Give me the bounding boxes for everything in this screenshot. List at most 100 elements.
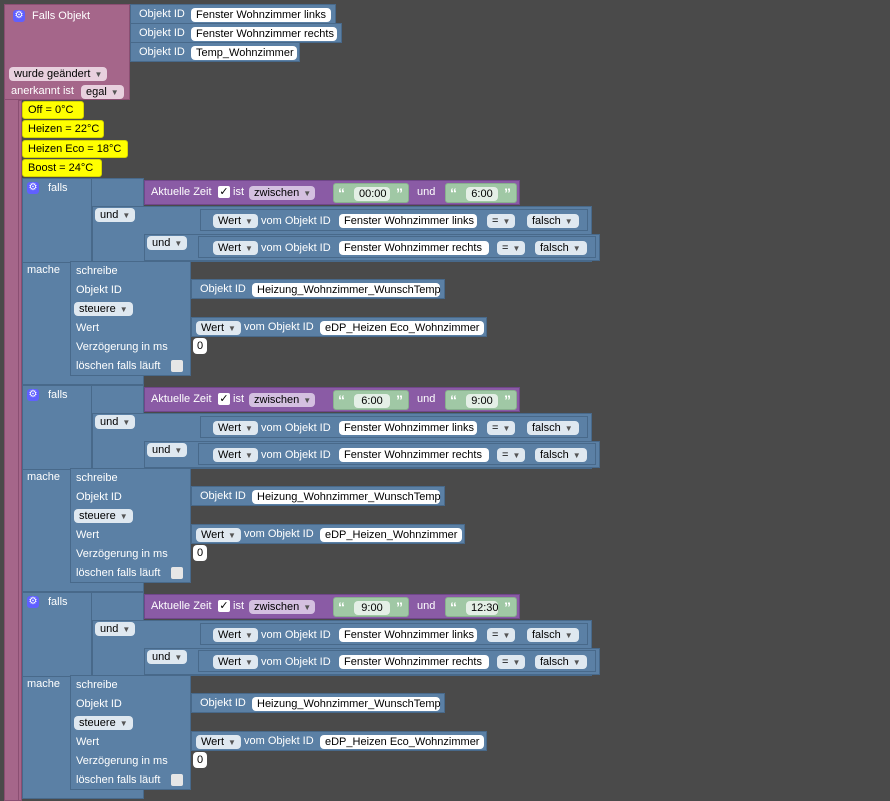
delay-input[interactable]: 0 xyxy=(193,338,208,354)
gear-icon[interactable]: ⚙ xyxy=(13,10,25,22)
vom-objekt-label: vom Objekt ID xyxy=(261,242,331,254)
object-id-field[interactable]: Fenster Wohnzimmer links xyxy=(339,214,477,228)
wert-dropdown[interactable]: Wert▼ xyxy=(213,421,258,435)
object-id-field[interactable]: eDP_Heizen Eco_Wohnzimmer xyxy=(320,735,485,749)
compare-right-window[interactable]: Wert▼ vom Objekt ID Fenster Wohnzimmer r… xyxy=(198,443,596,465)
checkbox-checked[interactable]: ✓ xyxy=(218,186,230,198)
zwischen-dropdown[interactable]: zwischen▼ xyxy=(249,186,315,200)
object-id-field[interactable]: Fenster Wohnzimmer rechts xyxy=(339,241,489,255)
object-id-field[interactable]: Fenster Wohnzimmer rechts xyxy=(339,448,489,462)
time-to[interactable]: “ 6:00 ” xyxy=(445,183,517,203)
operator-dropdown[interactable]: =▼ xyxy=(497,241,526,255)
write-block[interactable]: schreibe Objekt ID steuere▼ Wert Verzöge… xyxy=(70,675,191,790)
operator-dropdown[interactable]: =▼ xyxy=(487,421,516,435)
wert-dropdown[interactable]: Wert▼ xyxy=(213,214,258,228)
wert-dropdown[interactable]: Wert▼ xyxy=(213,241,258,255)
ack-dropdown[interactable]: egal▼ xyxy=(81,85,124,99)
falsch-dropdown[interactable]: falsch▼ xyxy=(527,421,579,435)
write-block[interactable]: schreibe Objekt ID steuere▼ Wert Verzöge… xyxy=(70,468,191,583)
und-dropdown[interactable]: und▼ xyxy=(147,443,188,457)
wert-dropdown[interactable]: Wert▼ xyxy=(213,628,258,642)
und-dropdown[interactable]: und▼ xyxy=(95,415,136,429)
wert-dropdown[interactable]: Wert▼ xyxy=(196,321,241,335)
gear-icon[interactable]: ⚙ xyxy=(27,596,39,608)
write-block[interactable]: schreibe Objekt ID steuere▼ Wert Verzöge… xyxy=(70,261,191,376)
trigger-block[interactable]: ⚙ Falls Objekt wurde geändert▼ anerkannt… xyxy=(4,4,130,100)
time-condition[interactable]: Aktuelle Zeit ✓ ist zwischen▼ “ 9:00 ” u… xyxy=(144,594,520,619)
changed-dropdown[interactable]: wurde geändert▼ xyxy=(9,67,108,81)
object-id-field[interactable]: Fenster Wohnzimmer links xyxy=(191,8,331,22)
zwischen-dropdown[interactable]: zwischen▼ xyxy=(249,393,315,407)
trigger-object-3[interactable]: Objekt ID Temp_Wohnzimmer xyxy=(130,42,300,62)
time-from[interactable]: “ 6:00 ” xyxy=(333,390,409,410)
time-condition[interactable]: Aktuelle Zeit ✓ ist zwischen▼ “ 6:00 ” u… xyxy=(144,387,520,412)
ist-label: ist xyxy=(233,393,244,405)
compare-right-window[interactable]: Wert▼ vom Objekt ID Fenster Wohnzimmer r… xyxy=(198,236,596,258)
time-from[interactable]: “ 9:00 ” xyxy=(333,597,409,617)
value-source[interactable]: Wert▼ vom Objekt ID eDP_Heizen Eco_Wohnz… xyxy=(191,317,487,337)
falsch-dropdown[interactable]: falsch▼ xyxy=(527,214,579,228)
clear-checkbox[interactable] xyxy=(171,360,183,372)
preset-heizen[interactable]: Heizen = 22°C xyxy=(22,120,104,138)
object-id-field[interactable]: Fenster Wohnzimmer rechts xyxy=(191,27,337,41)
operator-dropdown[interactable]: =▼ xyxy=(487,214,516,228)
object-id-field[interactable]: eDP_Heizen Eco_Wohnzimmer xyxy=(320,321,485,335)
wert-dropdown[interactable]: Wert▼ xyxy=(213,448,258,462)
object-id-field[interactable]: Heizung_Wohnzimmer_WunschTemp xyxy=(252,490,441,504)
und-dropdown[interactable]: und▼ xyxy=(95,208,136,222)
trigger-object-2[interactable]: Objekt ID Fenster Wohnzimmer rechts xyxy=(130,23,342,43)
time-to[interactable]: “ 12:30 ” xyxy=(445,597,517,617)
compare-left-window[interactable]: Wert▼ vom Objekt ID Fenster Wohnzimmer l… xyxy=(200,416,588,438)
und-dropdown[interactable]: und▼ xyxy=(147,236,188,250)
preset-boost[interactable]: Boost = 24°C xyxy=(22,159,102,177)
und-dropdown[interactable]: und▼ xyxy=(147,650,188,664)
delay-input[interactable]: 0 xyxy=(193,545,208,561)
chevron-down-icon: ▼ xyxy=(572,451,581,460)
object-id-field[interactable]: Fenster Wohnzimmer links xyxy=(339,628,477,642)
compare-right-window[interactable]: Wert▼ vom Objekt ID Fenster Wohnzimmer r… xyxy=(198,650,596,672)
target-object[interactable]: Objekt ID Heizung_Wohnzimmer_WunschTemp xyxy=(191,693,445,713)
chevron-down-icon: ▼ xyxy=(245,217,253,226)
falsch-dropdown[interactable]: falsch▼ xyxy=(535,241,587,255)
vom-objekt-label: vom Objekt ID xyxy=(244,735,314,747)
object-id-field[interactable]: Fenster Wohnzimmer rechts xyxy=(339,655,489,669)
falsch-dropdown[interactable]: falsch▼ xyxy=(527,628,579,642)
object-id-field[interactable]: Heizung_Wohnzimmer_WunschTemp xyxy=(252,697,441,711)
object-id-field[interactable]: Fenster Wohnzimmer links xyxy=(339,421,477,435)
preset-eco[interactable]: Heizen Eco = 18°C xyxy=(22,140,128,158)
compare-left-window[interactable]: Wert▼ vom Objekt ID Fenster Wohnzimmer l… xyxy=(200,209,588,231)
clear-checkbox[interactable] xyxy=(171,774,183,786)
target-object[interactable]: Objekt ID Heizung_Wohnzimmer_WunschTemp xyxy=(191,486,445,506)
und-dropdown[interactable]: und▼ xyxy=(95,622,136,636)
falsch-dropdown[interactable]: falsch▼ xyxy=(535,448,587,462)
trigger-object-1[interactable]: Objekt ID Fenster Wohnzimmer links xyxy=(130,4,336,24)
value-source[interactable]: Wert▼ vom Objekt ID eDP_Heizen Eco_Wohnz… xyxy=(191,731,487,751)
time-from[interactable]: “ 00:00 ” xyxy=(333,183,409,203)
operator-dropdown[interactable]: =▼ xyxy=(497,448,526,462)
wert-dropdown[interactable]: Wert▼ xyxy=(213,655,258,669)
steuere-dropdown[interactable]: steuere▼ xyxy=(74,509,133,523)
gear-icon[interactable]: ⚙ xyxy=(27,389,39,401)
steuere-dropdown[interactable]: steuere▼ xyxy=(74,716,133,730)
zwischen-dropdown[interactable]: zwischen▼ xyxy=(249,600,315,614)
preset-off[interactable]: Off = 0°C xyxy=(22,101,84,119)
time-to[interactable]: “ 9:00 ” xyxy=(445,390,517,410)
clear-checkbox[interactable] xyxy=(171,567,183,579)
wert-dropdown[interactable]: Wert▼ xyxy=(196,528,241,542)
target-object[interactable]: Objekt ID Heizung_Wohnzimmer_WunschTemp xyxy=(191,279,445,299)
checkbox-checked[interactable]: ✓ xyxy=(218,393,230,405)
wert-dropdown[interactable]: Wert▼ xyxy=(196,735,241,749)
falsch-dropdown[interactable]: falsch▼ xyxy=(535,655,587,669)
operator-dropdown[interactable]: =▼ xyxy=(487,628,516,642)
time-condition[interactable]: Aktuelle Zeit ✓ ist zwischen▼ “ 00:00 ” … xyxy=(144,180,520,205)
gear-icon[interactable]: ⚙ xyxy=(27,182,39,194)
steuere-dropdown[interactable]: steuere▼ xyxy=(74,302,133,316)
object-id-field[interactable]: Temp_Wohnzimmer xyxy=(191,46,297,60)
delay-input[interactable]: 0 xyxy=(193,752,208,768)
checkbox-checked[interactable]: ✓ xyxy=(218,600,230,612)
object-id-field[interactable]: eDP_Heizen_Wohnzimmer xyxy=(320,528,463,542)
value-source[interactable]: Wert▼ vom Objekt ID eDP_Heizen_Wohnzimme… xyxy=(191,524,465,544)
operator-dropdown[interactable]: =▼ xyxy=(497,655,526,669)
compare-left-window[interactable]: Wert▼ vom Objekt ID Fenster Wohnzimmer l… xyxy=(200,623,588,645)
object-id-field[interactable]: Heizung_Wohnzimmer_WunschTemp xyxy=(252,283,441,297)
